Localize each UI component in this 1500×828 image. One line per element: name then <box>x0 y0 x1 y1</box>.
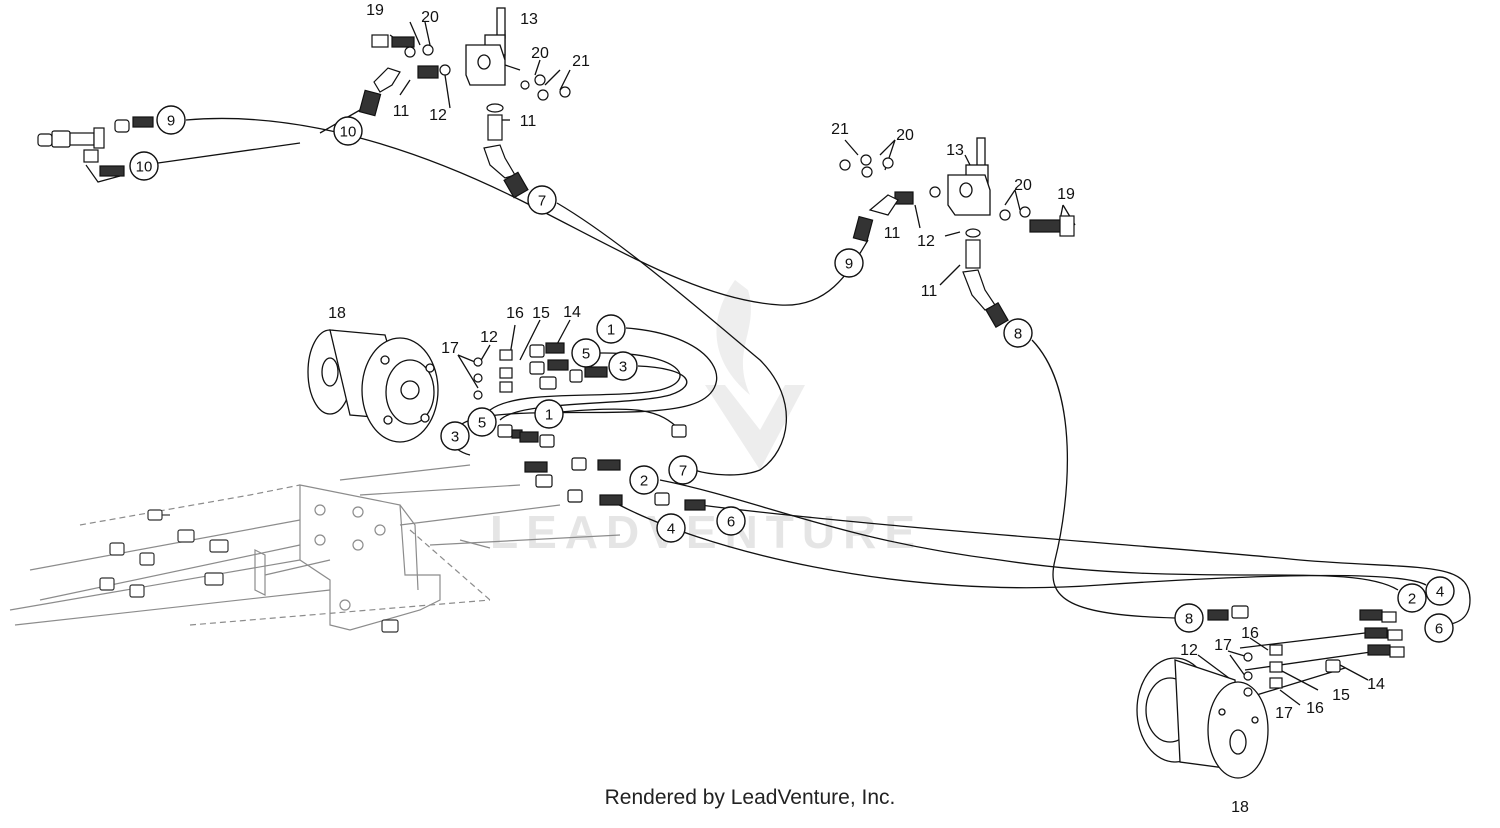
hydraulic-motor-right <box>1136 657 1269 779</box>
label-12: 12 <box>480 329 498 346</box>
label-13: 13 <box>520 11 538 28</box>
callout-6: 6 <box>727 514 735 531</box>
label-16: 16 <box>1241 625 1259 642</box>
label-18: 18 <box>1231 799 1249 816</box>
callout-ring <box>716 506 746 536</box>
label-11: 11 <box>921 283 938 300</box>
label-12: 12 <box>1180 642 1198 659</box>
label-15: 15 <box>532 305 550 322</box>
plain-callout-labels: 19 20 13 20 21 11 12 11 21 20 13 20 19 1… <box>328 2 1385 816</box>
label-20: 20 <box>1014 177 1032 194</box>
hose-fittings <box>37 34 1405 697</box>
callout-ring <box>608 351 638 381</box>
valve-block-right <box>947 137 991 216</box>
callout-ring <box>834 248 864 278</box>
label-17: 17 <box>441 340 459 357</box>
callout-5: 5 <box>582 346 590 363</box>
label-11: 11 <box>520 113 537 130</box>
watermark: LEADVENTURE <box>490 280 923 558</box>
ring-callout-labels: 9 10 10 7 9 8 1 5 3 5 1 3 7 2 6 4 8 2 4 … <box>136 113 1445 638</box>
label-15: 15 <box>1332 687 1350 704</box>
callout-ring <box>156 105 186 135</box>
label-11: 11 <box>884 225 901 242</box>
callout-6: 6 <box>1435 621 1443 638</box>
label-14: 14 <box>1367 676 1385 693</box>
callout-ring <box>1003 318 1033 348</box>
callout-ring <box>333 116 363 146</box>
label-11: 11 <box>393 103 410 120</box>
label-13: 13 <box>946 142 964 159</box>
callout-ring <box>629 465 659 495</box>
callout-ring <box>668 455 698 485</box>
callout-4: 4 <box>667 521 675 538</box>
callout-9: 9 <box>167 113 175 130</box>
callout-ring <box>656 513 686 543</box>
valve-block-top <box>465 7 521 86</box>
callout-ring <box>571 338 601 368</box>
hydraulic-motor-left <box>307 329 439 443</box>
callout-8: 8 <box>1014 326 1022 343</box>
callout-1: 1 <box>545 407 553 424</box>
footer-credit: Rendered by LeadVenture, Inc. <box>604 786 896 809</box>
label-21: 21 <box>831 121 849 138</box>
callout-ring <box>129 151 159 181</box>
callout-5: 5 <box>478 415 486 432</box>
frame-fittings <box>99 509 399 633</box>
callout-ring <box>527 185 557 215</box>
ring-callouts <box>129 105 1455 643</box>
callout-ring <box>1397 583 1427 613</box>
label-17: 17 <box>1214 637 1232 654</box>
label-12: 12 <box>917 233 935 250</box>
callout-2: 2 <box>640 473 648 490</box>
label-18: 18 <box>328 305 346 322</box>
label-17: 17 <box>1275 705 1293 722</box>
label-16: 16 <box>506 305 524 322</box>
callout-4: 4 <box>1436 584 1444 601</box>
callout-2: 2 <box>1408 591 1416 608</box>
callout-ring <box>440 421 470 451</box>
label-12: 12 <box>429 107 447 124</box>
watermark-text: LEADVENTURE <box>490 506 923 558</box>
callout-7: 7 <box>538 193 546 210</box>
frame-bracket <box>9 464 621 631</box>
callout-8: 8 <box>1185 611 1193 628</box>
callout-10: 10 <box>136 159 153 176</box>
callout-ring <box>467 407 497 437</box>
callout-1: 1 <box>607 322 615 339</box>
callout-ring <box>1425 576 1455 606</box>
label-20: 20 <box>896 127 914 144</box>
callout-7: 7 <box>679 463 687 480</box>
callout-ring <box>1424 613 1454 643</box>
label-20: 20 <box>421 9 439 26</box>
label-16: 16 <box>1306 700 1324 717</box>
callout-10: 10 <box>340 124 357 141</box>
label-19: 19 <box>1057 186 1075 203</box>
label-14: 14 <box>563 304 581 321</box>
callout-9: 9 <box>845 256 853 273</box>
callout-ring <box>1174 603 1204 633</box>
callout-3: 3 <box>451 429 459 446</box>
label-19: 19 <box>366 2 384 19</box>
callout-ring <box>534 399 564 429</box>
label-20: 20 <box>531 45 549 62</box>
callout-ring <box>596 314 626 344</box>
callout-3: 3 <box>619 359 627 376</box>
label-21: 21 <box>572 53 590 70</box>
